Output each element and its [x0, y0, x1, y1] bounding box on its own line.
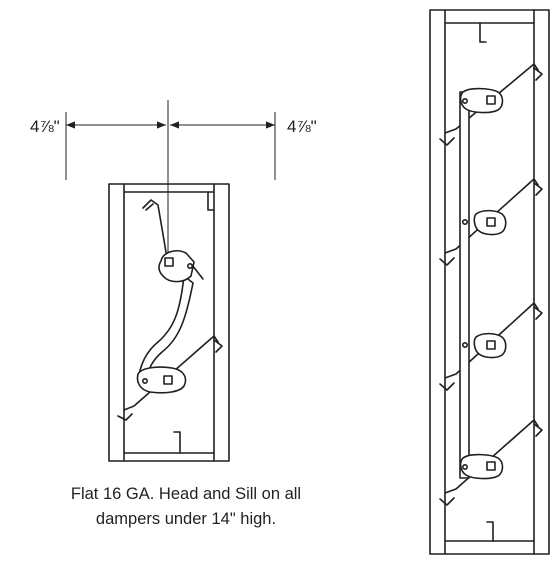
tall-damper-cranks [459, 87, 507, 480]
tall-damper-blades [439, 63, 543, 506]
tall-damper-linkage-bar [459, 91, 470, 479]
drawing-caption: Flat 16 GA. Head and Sill on all dampers… [36, 482, 336, 532]
tall-damper-frame [429, 9, 550, 555]
small-damper-linkage [136, 250, 204, 394]
dimension-right-label: 4⅞" [287, 117, 317, 136]
caption-line-2: dampers under 14" high. [95, 510, 277, 528]
dimension-left-label: 4⅞" [30, 117, 60, 136]
dimension-lines [65, 100, 276, 262]
caption-line-1: Flat 16 GA. Head and Sill on all [70, 485, 302, 503]
small-damper-frame [108, 183, 230, 462]
